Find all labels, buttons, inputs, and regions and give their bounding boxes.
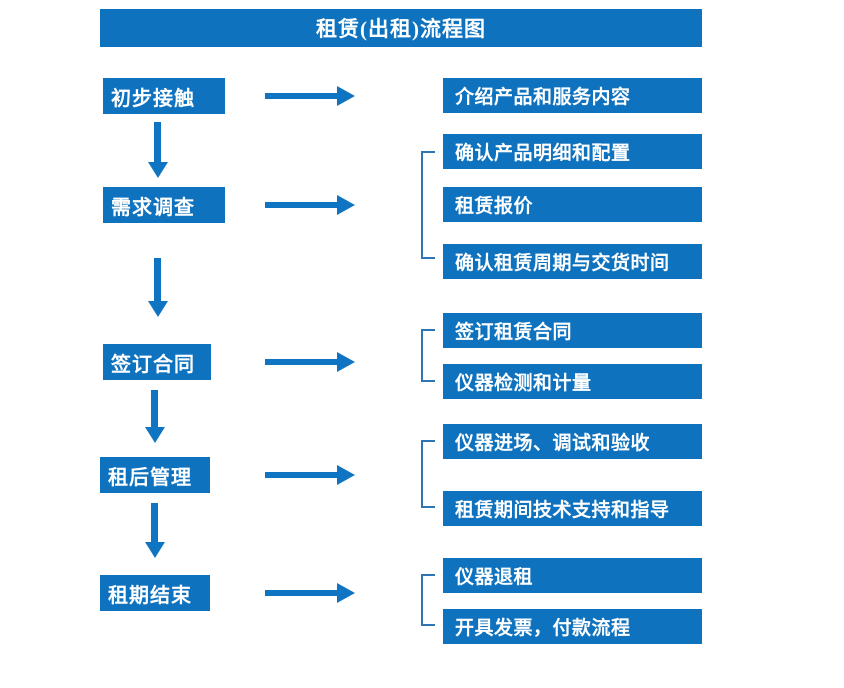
output-box-rental-quotation: 租赁报价 <box>443 187 702 222</box>
output-box-confirm-rental-period: 确认租赁周期与交货时间 <box>443 244 702 279</box>
flowchart-title: 租赁(出租)流程图 <box>100 9 702 47</box>
right-arrow-initial-contact <box>265 93 337 99</box>
down-arrow-3 <box>151 390 158 427</box>
bracket-demand-survey-group <box>421 151 435 259</box>
right-arrow-sign-contract <box>265 359 337 365</box>
output-box-invoice-payment: 开具发票，付款流程 <box>443 609 702 644</box>
output-box-instrument-return: 仪器退租 <box>443 558 702 593</box>
stage-box-demand-survey: 需求调查 <box>103 187 225 223</box>
stage-box-initial-contact: 初步接触 <box>103 78 225 114</box>
right-arrow-demand-survey <box>265 202 337 208</box>
output-box-instrument-setup-acceptance: 仪器进场、调试和验收 <box>443 424 702 459</box>
stage-box-rental-end: 租期结束 <box>100 575 210 611</box>
output-box-technical-support: 租赁期间技术支持和指导 <box>443 491 702 526</box>
right-arrow-post-rental-management <box>265 472 337 478</box>
down-arrow-2 <box>154 258 161 301</box>
bracket-post-rental-group <box>421 440 435 508</box>
output-box-instrument-testing: 仪器检测和计量 <box>443 364 702 399</box>
stage-box-sign-contract: 签订合同 <box>103 344 211 380</box>
down-arrow-4 <box>151 503 158 542</box>
output-box-sign-rental-contract: 签订租赁合同 <box>443 313 702 348</box>
stage-box-post-rental-management: 租后管理 <box>100 457 210 493</box>
output-box-introduce-services: 介绍产品和服务内容 <box>443 78 702 113</box>
bracket-rental-end-group <box>421 574 435 626</box>
output-box-confirm-product-details: 确认产品明细和配置 <box>443 134 702 169</box>
down-arrow-1 <box>154 122 161 162</box>
bracket-sign-contract-group <box>421 329 435 382</box>
right-arrow-rental-end <box>265 590 337 596</box>
